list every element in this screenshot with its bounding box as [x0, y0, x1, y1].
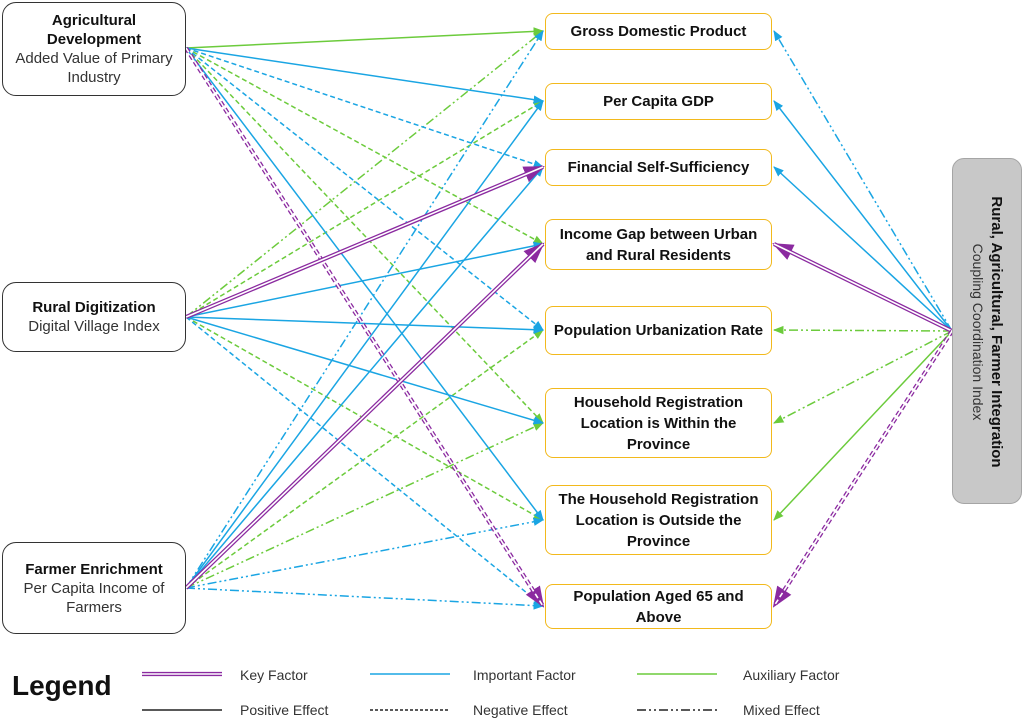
- target-financial-self-sufficiency: Financial Self-Sufficiency: [545, 149, 772, 186]
- source-rural-digitization: Rural Digitization Digital Village Index: [2, 282, 186, 352]
- legend-negative-effect-label: Negative Effect: [473, 702, 568, 718]
- source-agricultural-development: Agricultural Development Added Value of …: [2, 2, 186, 96]
- edge-dig-to-fin-inner: [185, 166, 544, 318]
- edge-agri-to-urb: [185, 47, 544, 331]
- edge-agri-to-pcgdp: [185, 47, 545, 104]
- edge-dig-to-pcgdp: [185, 100, 544, 318]
- edge-index-to-gdp: [773, 30, 953, 332]
- edge-index-to-pcgdp: [773, 100, 953, 332]
- target-per-capita-gdp: Per Capita GDP: [545, 83, 772, 120]
- edge-dig-to-gap: [185, 241, 545, 318]
- index-subtitle: Coupling Coordination Index: [970, 243, 987, 421]
- source-subtitle: Digital Village Index: [28, 318, 160, 335]
- source-title: Rural Digitization: [32, 299, 156, 316]
- edge-agri-to-p65-inner: [185, 47, 544, 607]
- edge-farm-to-gap-inner: [185, 243, 544, 589]
- source-title: Farmer Enrichment: [25, 560, 163, 578]
- legend-important-factor-label: Important Factor: [473, 667, 576, 683]
- legend-mixed-effect-label: Mixed Effect: [743, 702, 820, 718]
- edge-index-to-gap-inner: [773, 243, 953, 332]
- legend-positive-effect-label: Positive Effect: [240, 702, 329, 718]
- index-title: Rural, Agricultural, Farmer Integration: [988, 196, 1006, 468]
- target-population-urbanization-rate: Population Urbanization Rate: [545, 306, 772, 355]
- edge-agri-to-gdp: [185, 27, 545, 49]
- source-subtitle: Added Value of Primary Industry: [15, 50, 173, 86]
- edge-agri-to-fin: [185, 47, 544, 168]
- coupling-coordination-index-box: Rural, Agricultural, Farmer Integration …: [952, 158, 1022, 504]
- index-label-rotated: Rural, Agricultural, Farmer Integration …: [953, 159, 1023, 505]
- edge-index-to-hout: [773, 330, 953, 521]
- source-farmer-enrichment: Farmer Enrichment Per Capita Income of F…: [2, 542, 186, 634]
- edge-agri-to-hout: [185, 47, 544, 521]
- edge-index-to-hin: [773, 330, 953, 424]
- edge-farm-to-hin: [185, 422, 544, 589]
- edge-farm-to-hout: [185, 517, 545, 589]
- legend-auxiliary-factor-label: Auxiliary Factor: [743, 667, 840, 683]
- legend-title: Legend: [12, 670, 112, 701]
- target-household-outside-province: The Household Registration Location is O…: [545, 485, 772, 555]
- edge-farm-to-gdp: [185, 30, 544, 589]
- legend-key-factor-label: Key Factor: [240, 667, 308, 683]
- edge-index-to-p65-inner: [773, 330, 953, 607]
- target-population-aged-65: Population Aged 65 and Above: [545, 584, 772, 629]
- edge-dig-to-hin: [185, 316, 545, 425]
- source-title: Agricultural Development: [46, 12, 142, 48]
- edge-farm-to-pcgdp: [185, 100, 544, 589]
- edge-farm-to-p65: [185, 587, 545, 610]
- edge-agri-to-hin: [185, 47, 544, 424]
- edge-index-to-fin: [773, 166, 953, 332]
- edge-dig-to-p65: [185, 316, 544, 607]
- edge-farm-to-fin: [185, 166, 544, 589]
- edge-index-to-urb: [772, 325, 953, 335]
- edge-dig-to-hout: [185, 316, 544, 521]
- edge-dig-to-gdp: [185, 30, 544, 318]
- target-income-gap: Income Gap between Urban and Rural Resid…: [545, 219, 772, 270]
- edge-agri-to-gap: [185, 47, 544, 245]
- target-gross-domestic-product: Gross Domestic Product: [545, 13, 772, 50]
- source-subtitle: Per Capita Income of Farmers: [23, 579, 165, 616]
- target-household-within-province: Household Registration Location is Withi…: [545, 388, 772, 458]
- edge-farm-to-urb: [185, 329, 544, 589]
